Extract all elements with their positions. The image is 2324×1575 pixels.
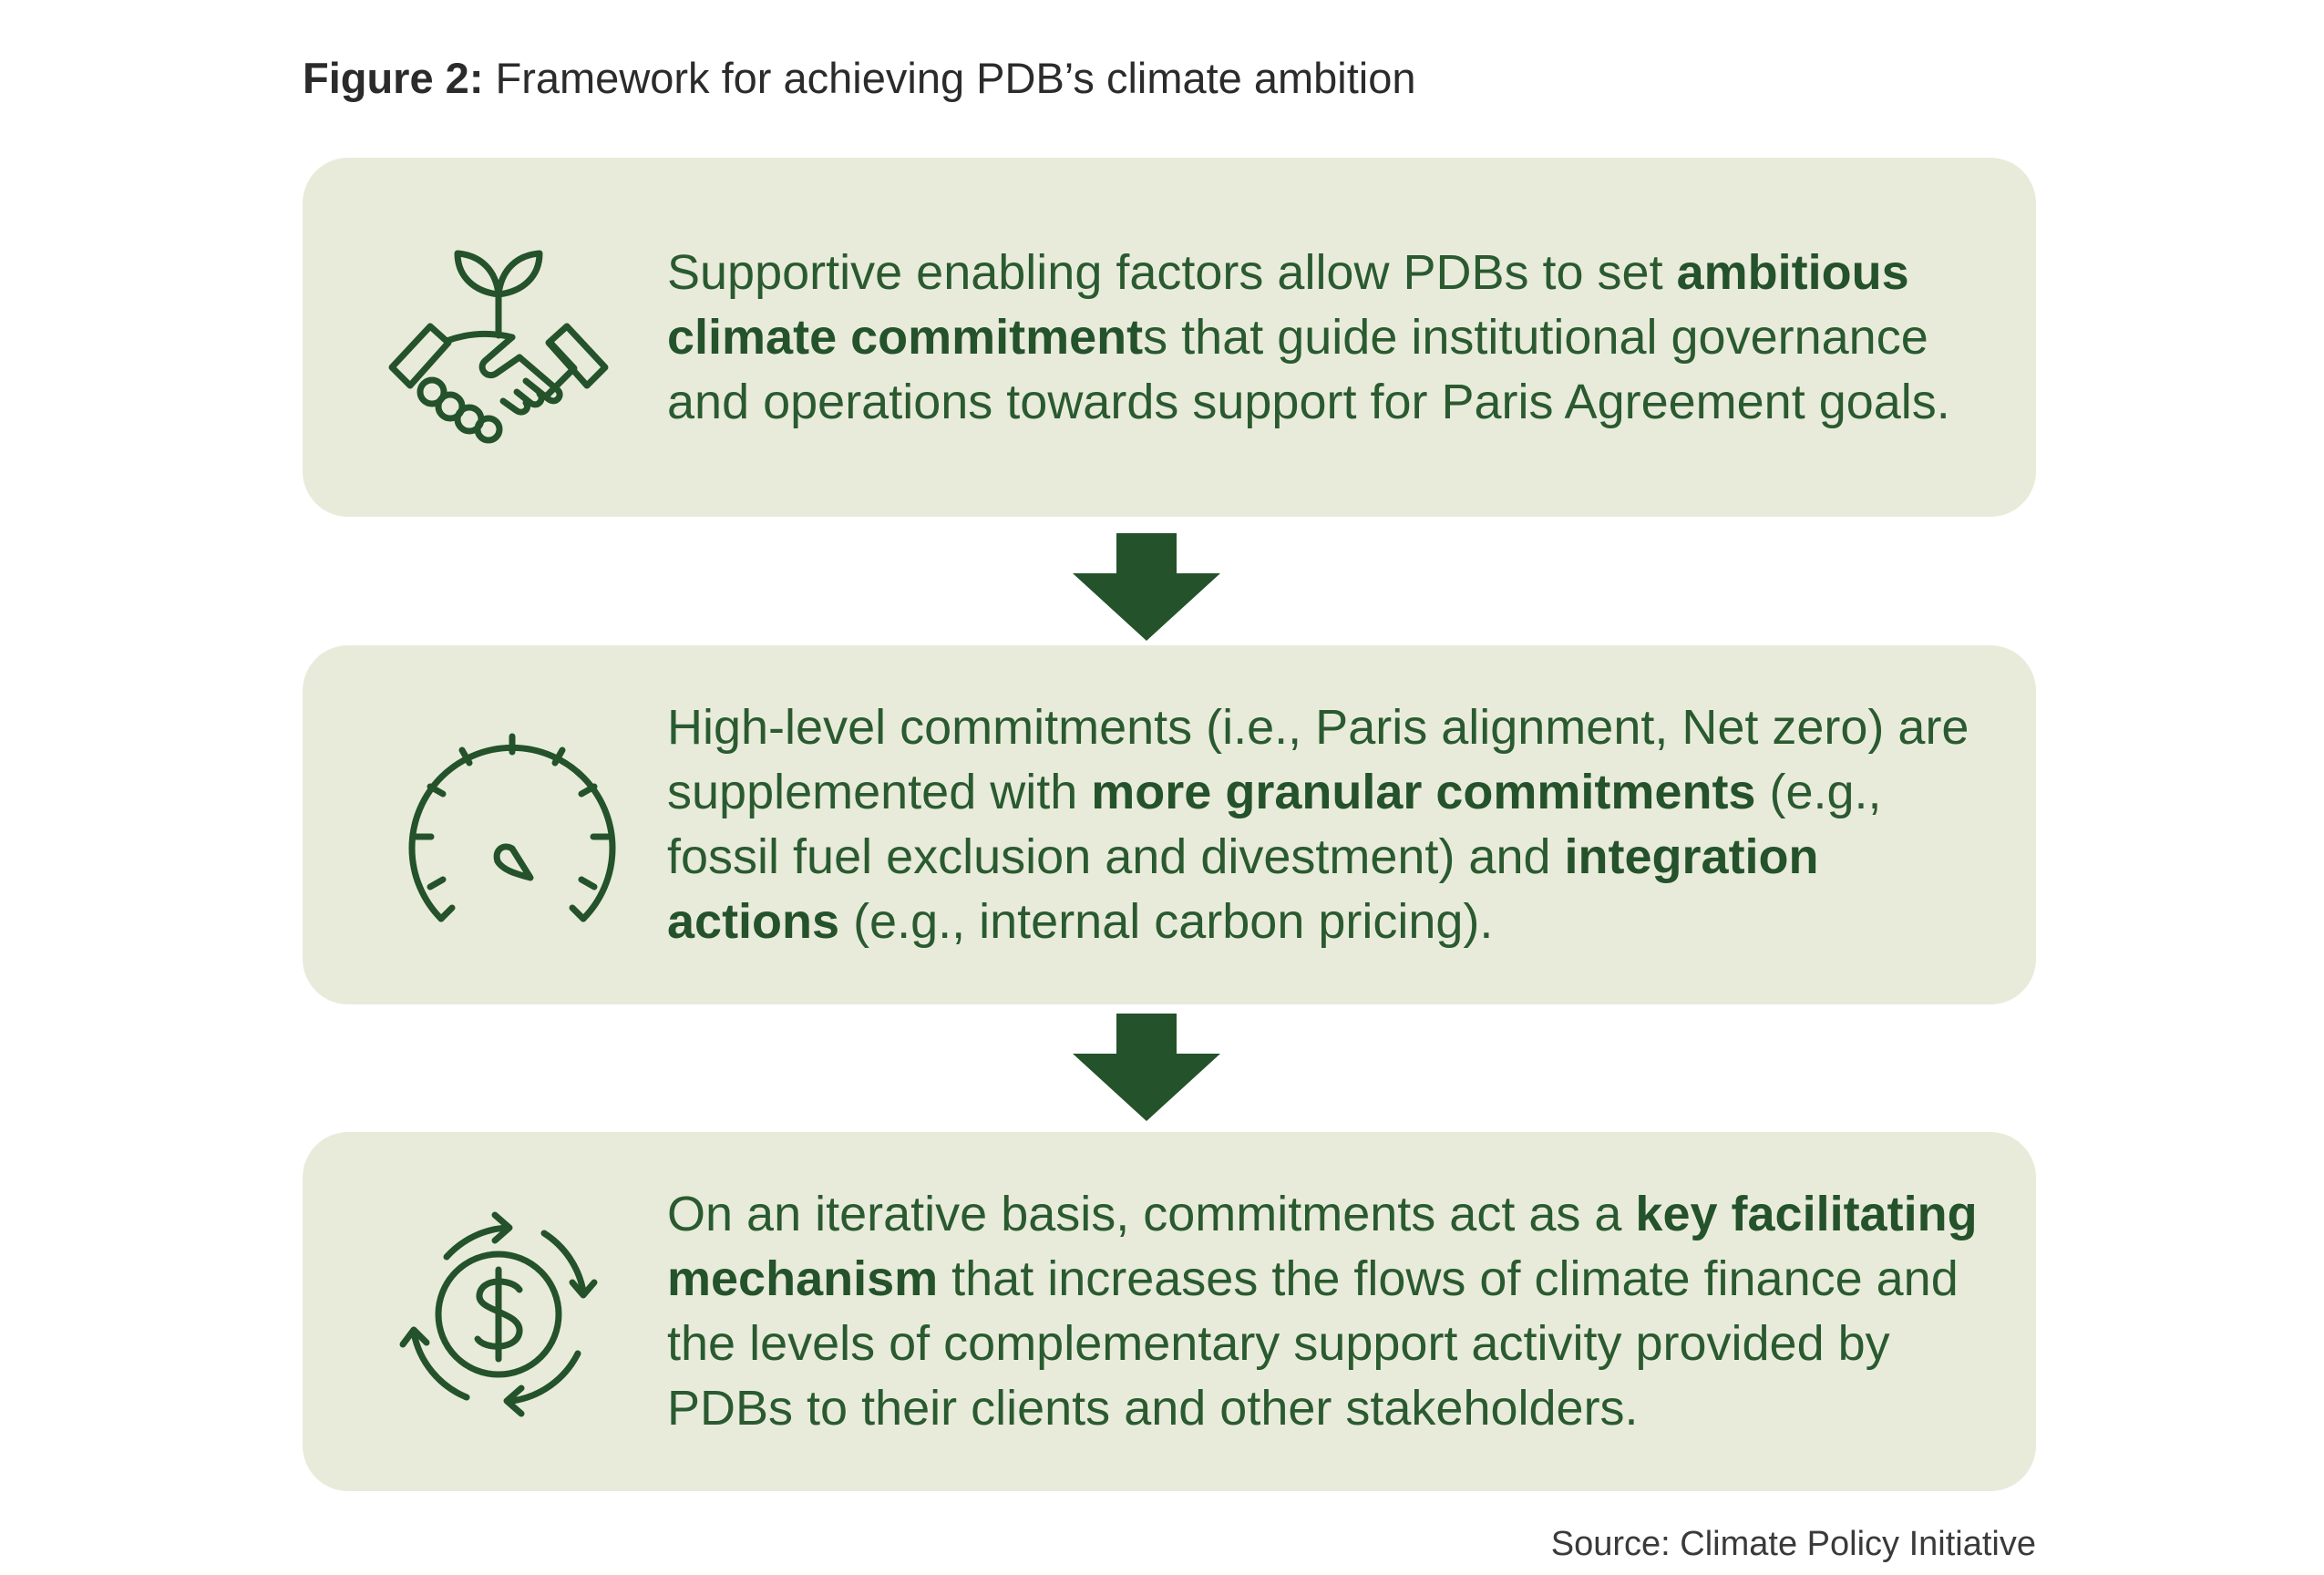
step-2-bold-granular-commitments: more granular commitments: [1091, 765, 1756, 819]
dollar-cycle-icon: [366, 1182, 631, 1446]
step-3-bold-key-facilitating-mechanism: key facilitating mechanism: [667, 1187, 1978, 1306]
step-3-segment-3: that increases the flows of climate fina…: [667, 1251, 1959, 1436]
handshake-plant-icon: [366, 208, 631, 472]
step-text-1: Supportive enabling factors allow PDBs t…: [667, 158, 2000, 517]
step-text-2: High-level commitments (i.e., Paris alig…: [667, 645, 2000, 1004]
figure-label: Figure 2:: [303, 54, 484, 102]
down-arrow-2: [1073, 1014, 1220, 1121]
step-2-segment-1: High-level commitments (i.e., Paris alig…: [667, 700, 1969, 819]
source-note: Source: Climate Policy Initiative: [1550, 1525, 2036, 1563]
step-text-3: On an iterative basis, commitments act a…: [667, 1132, 2000, 1491]
step-box-1: Supportive enabling factors allow PDBs t…: [303, 158, 2036, 517]
step-1-bold-ambitious-climate-commitment: ambitious climate commitment: [667, 244, 1909, 365]
step-3-segment-1: On an iterative basis, commitments act a…: [667, 1187, 1636, 1241]
step-box-2: High-level commitments (i.e., Paris alig…: [303, 645, 2036, 1004]
figure-title: Figure 2: Framework for achieving PDB’s …: [303, 49, 1416, 108]
step-2-segment-5: (e.g., internal carbon pricing).: [839, 894, 1494, 949]
step-2-segment-3: (e.g., fossil fuel exclusion and divestm…: [667, 765, 1882, 884]
step-2-bold-integration-actions: integration actions: [667, 829, 1819, 949]
down-arrow-1: [1073, 533, 1220, 641]
step-1-segment-3: s that guide institutional governance an…: [667, 309, 1950, 429]
figure-caption: Framework for achieving PDB’s climate am…: [495, 54, 1416, 102]
step-1-segment-1: Supportive enabling factors allow PDBs t…: [667, 244, 1677, 300]
gauge-icon: [366, 695, 631, 960]
step-box-3: On an iterative basis, commitments act a…: [303, 1132, 2036, 1491]
